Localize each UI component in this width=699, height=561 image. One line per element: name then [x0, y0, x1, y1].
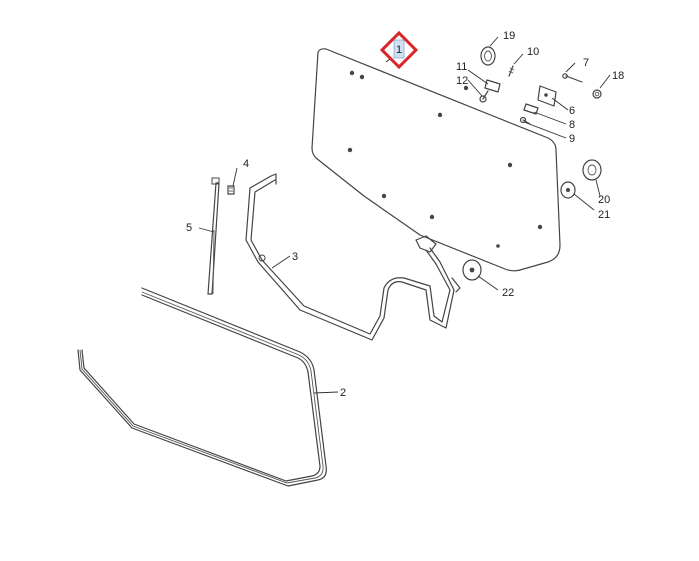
callout-label-10: 10: [527, 46, 539, 58]
bushing-19[interactable]: [480, 46, 496, 66]
callout-label-19: 19: [503, 30, 515, 42]
callout-label-5: 5: [186, 222, 192, 234]
callout-label-21: 21: [598, 209, 610, 221]
callout-label-3: 3: [292, 251, 298, 263]
screw-9[interactable]: [519, 116, 531, 125]
callout-1-highlight[interactable]: 1: [379, 30, 419, 70]
bracket-6[interactable]: [537, 85, 557, 107]
washer-21[interactable]: [560, 181, 576, 199]
hinge-rod-frame[interactable]: [245, 173, 461, 341]
callout-label-8: 8: [569, 119, 575, 131]
callout-label-11: 11: [456, 61, 467, 73]
callout-label-18: 18: [612, 70, 624, 82]
bolt-12[interactable]: [479, 90, 489, 103]
clip-11[interactable]: [484, 79, 501, 93]
callout-label-22: 22: [502, 287, 514, 299]
callout-label-1: 1: [396, 44, 402, 56]
callout-label-2: 2: [340, 387, 346, 399]
callout-label-12: 12: [456, 75, 468, 87]
washer-22[interactable]: [462, 259, 482, 281]
callout-label-7: 7: [583, 57, 589, 69]
gas-strut[interactable]: [207, 177, 220, 295]
strut-end-fitting[interactable]: [227, 185, 235, 195]
glass-panel[interactable]: [311, 48, 561, 272]
plate-8[interactable]: [523, 103, 539, 115]
leader-lines: [198, 36, 611, 394]
nut-18[interactable]: [592, 89, 602, 99]
seal-gasket[interactable]: [77, 287, 327, 487]
callout-label-9: 9: [569, 133, 575, 145]
callout-label-4: 4: [243, 158, 249, 170]
callout-label-6: 6: [569, 105, 575, 117]
pin-7[interactable]: [562, 73, 583, 83]
knob-20[interactable]: [582, 159, 602, 181]
callout-label-20: 20: [598, 194, 610, 206]
screw-10[interactable]: [508, 65, 515, 77]
